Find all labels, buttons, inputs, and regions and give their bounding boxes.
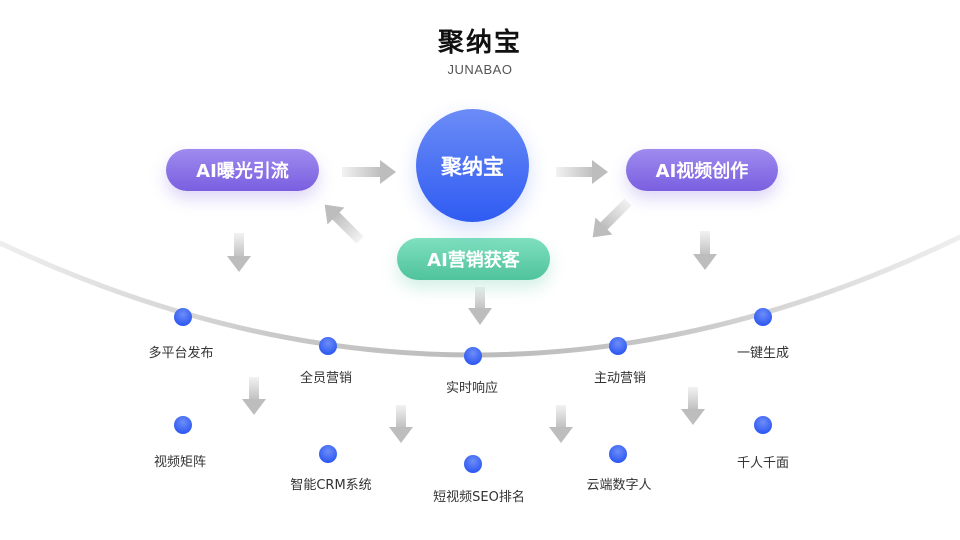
module-ai-marketing-label: AI营销获客 [427,250,520,271]
arc-node-dot-1 [174,308,192,326]
lower-feature-label-5: 千人千面 [736,456,790,471]
module-ai-exposure[interactable]: AI曝光引流 [166,149,319,191]
arc-feature-label-5: 一键生成 [736,346,790,361]
hub-label: 聚纳宝 [441,154,504,179]
arrow-down-lower-4 [681,387,705,425]
arc-feature-label-3: 实时响应 [445,381,499,396]
arrow-diagonal-video-to-marketing [592,198,632,238]
arrow-down-lower-1 [242,377,266,415]
lower-node-dot-2 [319,445,337,463]
module-ai-marketing[interactable]: AI营销获客 [397,238,550,280]
arrow-diagonal-marketing-to-exposure [324,204,364,244]
lower-feature-label-3: 短视频SEO排名 [433,490,525,505]
lower-node-dot-4 [609,445,627,463]
arc-feature-label-4: 主动营销 [593,371,647,386]
arc-feature-label-1: 多平台发布 [148,346,214,361]
lower-feature-label-2: 智能CRM系统 [290,478,372,493]
lower-node-dot-1 [174,416,192,434]
arc-node-dot-2 [319,337,337,355]
arrow-down-exposure [227,233,251,272]
arc-node-dot-3 [464,347,482,365]
arrow-down-lower-3 [549,405,573,443]
lower-feature-label-1: 视频矩阵 [153,455,207,470]
module-ai-video[interactable]: AI视频创作 [626,149,778,191]
page-subtitle: JUNABAO [447,62,513,77]
hub-circle[interactable]: 聚纳宝 [416,109,529,222]
arrow-down-lower-2 [389,405,413,443]
lower-node-dot-5 [754,416,772,434]
lower-node-dot-3 [464,455,482,473]
arrow-down-video [693,231,717,270]
arrow-right-exposure-to-hub [342,160,396,184]
arrow-right-hub-to-video [556,160,608,184]
module-ai-video-label: AI视频创作 [655,161,749,182]
page-title: 聚纳宝 [437,28,522,58]
arc-feature-label-2: 全员营销 [299,371,353,386]
arrow-down-marketing [468,287,492,325]
arc-node-dot-4 [609,337,627,355]
arc-node-dot-5 [754,308,772,326]
module-ai-exposure-label: AI曝光引流 [196,161,289,182]
lower-feature-label-4: 云端数字人 [586,478,652,493]
